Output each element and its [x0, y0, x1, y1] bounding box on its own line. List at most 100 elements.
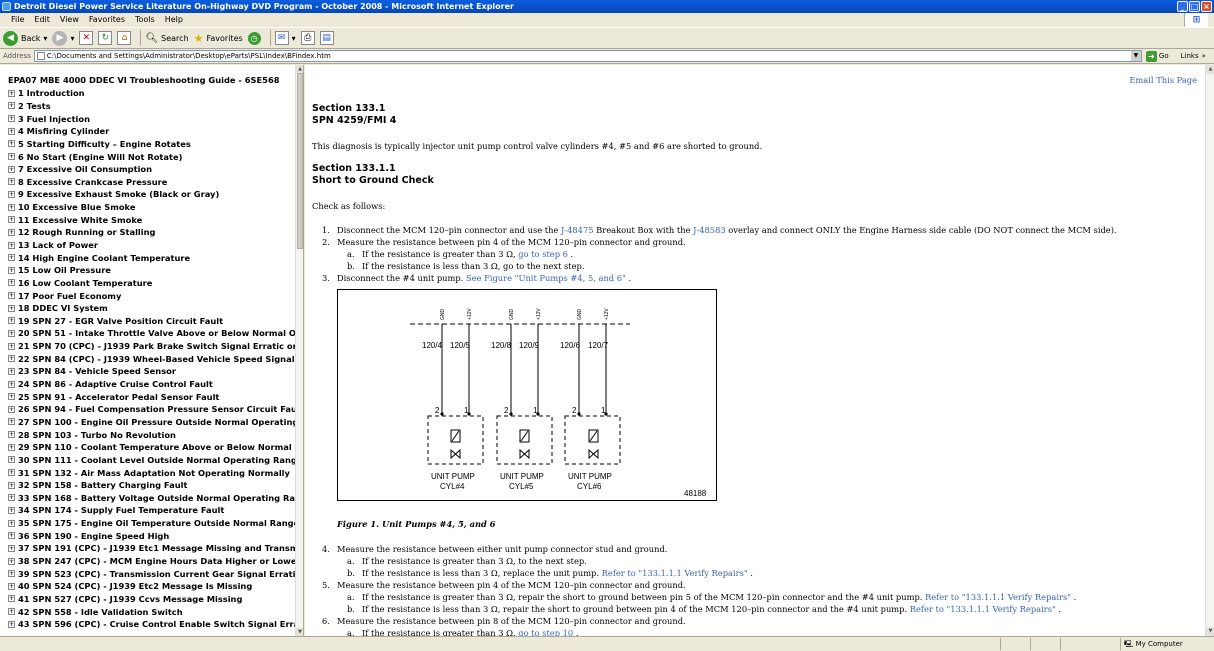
toc-item[interactable]: +26 SPN 94 - Fuel Compensation Pressure … — [8, 403, 296, 416]
expand-icon[interactable]: + — [8, 570, 15, 578]
toc-item[interactable]: +27 SPN 100 - Engine Oil Pressure Outsid… — [8, 416, 296, 429]
toc-item[interactable]: +16 Low Coolant Temperature — [8, 277, 296, 290]
expand-icon[interactable]: + — [8, 317, 15, 325]
toc-item[interactable]: +18 DDEC VI System — [8, 302, 296, 315]
toc-item[interactable]: +20 SPN 51 - Intake Throttle Valve Above… — [8, 327, 296, 340]
menu-edit[interactable]: Edit — [34, 15, 50, 24]
address-input[interactable]: C:\Documents and Settings\Administrator\… — [33, 50, 1142, 62]
favorites-button[interactable]: ★ Favorites — [194, 29, 243, 47]
toc-item[interactable]: +32 SPN 158 - Battery Charging Fault — [8, 479, 296, 492]
menu-tools[interactable]: Tools — [135, 15, 155, 24]
toc-item[interactable]: +2 Tests — [8, 100, 296, 113]
toc-item[interactable]: +25 SPN 91 - Accelerator Pedal Sensor Fa… — [8, 390, 296, 403]
menu-file[interactable]: File — [11, 15, 25, 24]
toc-item[interactable]: +36 SPN 190 - Engine Speed High — [8, 529, 296, 542]
expand-icon[interactable]: + — [8, 469, 15, 477]
toc-item[interactable]: +31 SPN 132 - Air Mass Adaptation Not Op… — [8, 466, 296, 479]
expand-icon[interactable]: + — [8, 582, 15, 590]
toc-item[interactable]: +1 Introduction — [8, 87, 296, 100]
expand-icon[interactable]: + — [8, 342, 15, 350]
toc-item[interactable]: +13 Lack of Power — [8, 239, 296, 252]
expand-icon[interactable]: + — [8, 190, 15, 198]
j48475-link[interactable]: J-48475 — [560, 225, 594, 235]
print-button[interactable]: ⎙ — [300, 29, 315, 47]
expand-icon[interactable]: + — [8, 519, 15, 527]
expand-icon[interactable]: + — [8, 140, 15, 148]
edit-button[interactable]: ▤ — [319, 29, 334, 47]
toc-item[interactable]: +5 Starting Difficulty – Engine Rotates — [8, 138, 296, 151]
expand-icon[interactable]: + — [8, 443, 15, 451]
expand-icon[interactable]: + — [8, 89, 15, 97]
toc-item[interactable]: +12 Rough Running or Stalling — [8, 226, 296, 239]
toc-item[interactable]: +21 SPN 70 (CPC) - J1939 Park Brake Swit… — [8, 340, 296, 353]
toc-item[interactable]: +41 SPN 527 (CPC) - J1939 Ccvs Message M… — [8, 593, 296, 606]
toc-item[interactable]: +23 SPN 84 - Vehicle Speed Sensor — [8, 365, 296, 378]
expand-icon[interactable]: + — [8, 544, 15, 552]
scroll-down-icon[interactable]: ▼ — [1206, 627, 1214, 636]
toc-item[interactable]: +9 Excessive Exhaust Smoke (Black or Gra… — [8, 188, 296, 201]
toc-item[interactable]: +7 Excessive Oil Consumption — [8, 163, 296, 176]
j48583-link[interactable]: J-48583 — [693, 225, 726, 235]
menu-view[interactable]: View — [59, 15, 79, 24]
expand-icon[interactable]: + — [8, 532, 15, 540]
toc-item[interactable]: +11 Excessive White Smoke — [8, 213, 296, 226]
expand-icon[interactable]: + — [8, 620, 15, 628]
maximize-button[interactable]: □ — [1189, 1, 1200, 12]
expand-icon[interactable]: + — [8, 102, 15, 110]
expand-icon[interactable]: + — [8, 329, 15, 337]
home-button[interactable]: ⌂ — [117, 29, 132, 47]
expand-icon[interactable]: + — [8, 431, 15, 439]
toc-item[interactable]: +39 SPN 523 (CPC) - Transmission Current… — [8, 567, 296, 580]
toc-item[interactable]: +3 Fuel Injection — [8, 112, 296, 125]
search-button[interactable]: 🔍︎ Search — [145, 29, 188, 47]
expand-icon[interactable]: + — [8, 279, 15, 287]
chevron-down-icon[interactable]: ▼ — [1130, 51, 1141, 61]
expand-icon[interactable]: + — [8, 216, 15, 224]
toc-item[interactable]: +37 SPN 191 (CPC) - J1939 Etc1 Message M… — [8, 542, 296, 555]
expand-icon[interactable]: + — [8, 494, 15, 502]
menu-favorites[interactable]: Favorites — [88, 15, 126, 24]
expand-icon[interactable]: + — [8, 418, 15, 426]
toc-item[interactable]: +38 SPN 247 (CPC) - MCM Engine Hours Dat… — [8, 555, 296, 568]
expand-icon[interactable]: + — [8, 506, 15, 514]
toc-item[interactable]: +8 Excessive Crankcase Pressure — [8, 175, 296, 188]
expand-icon[interactable]: + — [8, 557, 15, 565]
toc-item[interactable]: +40 SPN 524 (CPC) - J1939 Etc2 Message I… — [8, 580, 296, 593]
expand-icon[interactable]: + — [8, 456, 15, 464]
scroll-down-icon[interactable]: ▼ — [296, 628, 303, 636]
expand-icon[interactable]: + — [8, 304, 15, 312]
verify-repairs-link[interactable]: Refer to "133.1.1.1 Verify Repairs" — [909, 604, 1056, 614]
links-button[interactable]: Links — [1180, 52, 1199, 60]
mail-button[interactable]: ✉ ▾ — [274, 29, 296, 47]
expand-icon[interactable]: + — [8, 393, 15, 401]
expand-icon[interactable]: + — [8, 127, 15, 135]
toc-item[interactable]: +6 No Start (Engine Will Not Rotate) — [8, 150, 296, 163]
expand-icon[interactable]: + — [8, 254, 15, 262]
expand-icon[interactable]: + — [8, 367, 15, 375]
toc-item[interactable]: +22 SPN 84 (CPC) - J1939 Wheel-Based Veh… — [8, 352, 296, 365]
toc-item[interactable]: +35 SPN 175 - Engine Oil Temperature Out… — [8, 517, 296, 530]
expand-icon[interactable]: + — [8, 203, 15, 211]
menu-help[interactable]: Help — [164, 15, 183, 24]
toc-item[interactable]: +43 SPN 596 (CPC) - Cruise Control Enabl… — [8, 618, 296, 631]
expand-icon[interactable]: + — [8, 165, 15, 173]
verify-repairs-link[interactable]: Refer to "133.1.1.1 Verify Repairs" — [925, 592, 1072, 602]
close-button[interactable]: × — [1201, 1, 1212, 12]
stop-button[interactable]: ✕ — [79, 29, 94, 47]
expand-icon[interactable]: + — [8, 153, 15, 161]
toc-item[interactable]: +34 SPN 174 - Supply Fuel Temperature Fa… — [8, 504, 296, 517]
history-button[interactable]: ◷ — [247, 29, 261, 47]
forward-button[interactable]: ▶ ▾ — [52, 29, 74, 47]
expand-icon[interactable]: + — [8, 481, 15, 489]
expand-icon[interactable]: + — [8, 608, 15, 616]
toc-item[interactable]: +10 Excessive Blue Smoke — [8, 201, 296, 214]
content-scrollbar[interactable]: ▲ ▼ — [1205, 65, 1214, 636]
toc-item[interactable]: +30 SPN 111 - Coolant Level Outside Norm… — [8, 454, 296, 467]
verify-repairs-link[interactable]: Refer to "133.1.1.1 Verify Repairs" — [601, 568, 748, 578]
expand-icon[interactable]: + — [8, 292, 15, 300]
go-to-step-10-link[interactable]: go to step 10 — [518, 628, 574, 636]
toc-scrollbar[interactable]: ▲ ▼ — [295, 65, 303, 636]
expand-icon[interactable]: + — [8, 266, 15, 274]
expand-icon[interactable]: + — [8, 595, 15, 603]
go-button[interactable]: ➜ Go — [1145, 50, 1169, 62]
